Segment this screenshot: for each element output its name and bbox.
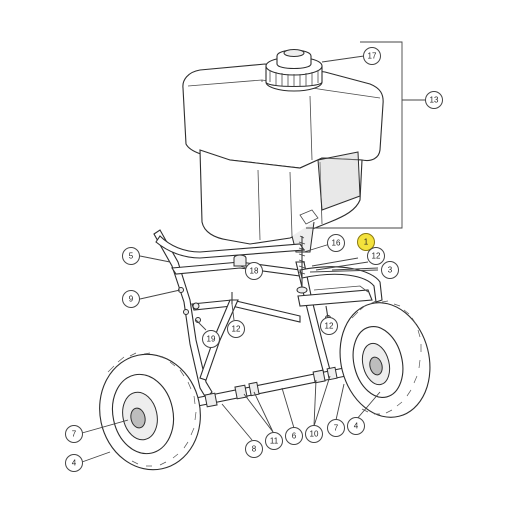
leader-lines — [81, 41, 426, 463]
callout-8[interactable]: 8 — [245, 440, 263, 458]
callout-17-label: 17 — [368, 52, 377, 61]
callout-3[interactable]: 3 — [381, 261, 399, 279]
callout-12-right-label: 12 — [325, 322, 334, 331]
callout-18[interactable]: 18 — [245, 262, 263, 280]
callout-5[interactable]: 5 — [122, 247, 140, 265]
callout-9-label: 9 — [129, 295, 134, 304]
callout-16[interactable]: 16 — [327, 234, 345, 252]
callout-12-top[interactable]: 12 — [367, 247, 385, 265]
callout-1-label: 1 — [364, 238, 369, 247]
callout-6-label: 6 — [292, 432, 297, 441]
callout-1[interactable]: 1 — [357, 233, 375, 251]
callout-16-label: 16 — [332, 239, 341, 248]
callout-12-right[interactable]: 12 — [320, 317, 338, 335]
callout-10[interactable]: 10 — [305, 425, 323, 443]
left-wheel — [99, 352, 201, 471]
callouts: 17 13 1 16 12 3 5 18 — [65, 47, 443, 472]
callout-10-label: 10 — [310, 430, 319, 439]
callout-7-right-label: 7 — [334, 424, 339, 433]
callout-12-mid[interactable]: 12 — [227, 320, 245, 338]
callout-13-label: 13 — [430, 96, 439, 105]
callout-4-right-label: 4 — [354, 422, 359, 431]
callout-7-left-label: 7 — [72, 430, 77, 439]
callout-6[interactable]: 6 — [285, 427, 303, 445]
callout-11[interactable]: 11 — [265, 432, 283, 450]
agitator-shaft — [296, 235, 308, 294]
callout-9[interactable]: 9 — [122, 290, 140, 308]
callout-8-label: 8 — [252, 445, 257, 454]
callout-12-mid-label: 12 — [232, 325, 241, 334]
hopper — [182, 63, 384, 253]
callout-19-label: 19 — [207, 335, 216, 344]
callout-19[interactable]: 19 — [202, 330, 220, 348]
callout-4-right[interactable]: 4 — [347, 417, 365, 435]
callout-7-right[interactable]: 7 — [327, 419, 345, 437]
callout-18-label: 18 — [250, 267, 259, 276]
callout-11-label: 11 — [270, 437, 279, 446]
callout-13[interactable]: 13 — [425, 91, 443, 109]
callout-17[interactable]: 17 — [363, 47, 381, 65]
lid — [265, 49, 323, 92]
right-wheel — [339, 300, 431, 418]
callout-4-left[interactable]: 4 — [65, 454, 83, 472]
callout-5-label: 5 — [129, 252, 134, 261]
callout-4-left-label: 4 — [72, 459, 77, 468]
callout-12-top-label: 12 — [372, 252, 381, 261]
callout-3-label: 3 — [388, 266, 393, 275]
callout-7-left[interactable]: 7 — [65, 425, 83, 443]
